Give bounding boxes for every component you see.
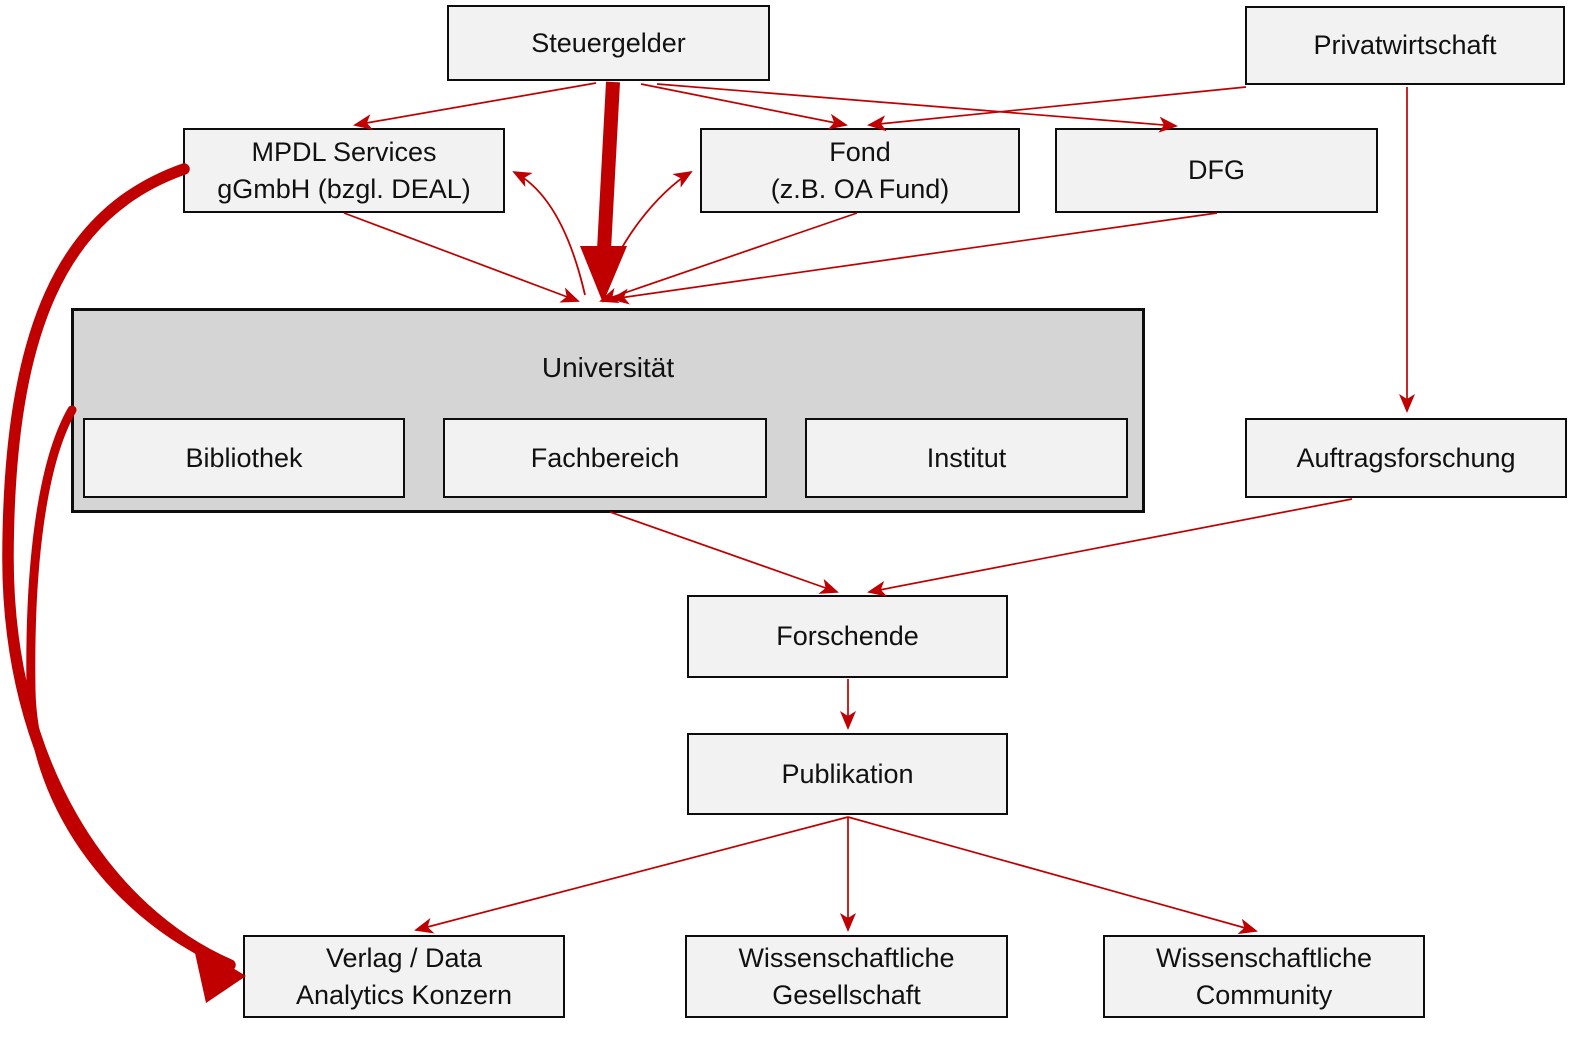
node-steuergelder-label: Steuergelder [531, 27, 686, 58]
edge-universitaet-fond-curved [601, 170, 693, 296]
node-auftragsforschung-label: Auftragsforschung [1296, 442, 1516, 473]
node-dfg: DFG [1055, 128, 1378, 213]
node-mpdl-services-label: MPDL Services gGmbH (bzgl. DEAL) [217, 137, 471, 204]
node-verlag-data-analytics-label: Verlag / Data Analytics Konzern [295, 943, 513, 1010]
edge-publikation-verlag [414, 816, 849, 934]
node-dfg-label: DFG [1188, 155, 1245, 186]
node-bibliothek-label: Bibliothek [185, 442, 303, 473]
node-wissenschaftliche-community: Wissenschaftliche Community [1103, 935, 1425, 1018]
node-fond: Fond (z.B. OA Fund) [700, 128, 1020, 213]
node-fachbereich: Fachbereich [443, 418, 767, 498]
node-publikation: Publikation [687, 733, 1008, 815]
node-forschende: Forschende [687, 595, 1008, 678]
edge-privatwirtschaft-fond [867, 86, 1247, 132]
edge-fond-universitaet [599, 212, 858, 304]
edge-mpdl-universitaet [343, 212, 580, 303]
node-institut-label: Institut [926, 442, 1007, 473]
node-publikation-label: Publikation [781, 758, 914, 789]
node-wissenschaftliche-gesellschaft-label: Wissenschaftliche Gesellschaft [738, 943, 955, 1010]
edge-steuergelder-dfg [656, 83, 1178, 133]
node-forschende-label: Forschende [776, 621, 919, 652]
edge-verlag-arrowhead [193, 944, 246, 1003]
node-verlag-data-analytics: Verlag / Data Analytics Konzern [243, 935, 565, 1018]
edge-dfg-universitaet [610, 212, 1218, 305]
edge-steuergelder-fond [640, 83, 848, 130]
edge-steuergelder-universitaet-thick [580, 81, 627, 303]
node-fachbereich-label: Fachbereich [530, 442, 680, 473]
edge-mpdl-verlag-thick-curved [2, 163, 236, 971]
node-bibliothek: Bibliothek [83, 418, 405, 498]
node-fond-label: Fond (z.B. OA Fund) [770, 137, 950, 204]
group-universitaet-label: Universität [541, 352, 675, 383]
node-privatwirtschaft: Privatwirtschaft [1245, 6, 1565, 85]
edge-steuergelder-mpdl [353, 82, 597, 130]
edge-fachbereich-forschende [609, 511, 839, 594]
edge-publikation-community [847, 816, 1258, 935]
node-auftragsforschung: Auftragsforschung [1245, 418, 1567, 498]
edge-universitaet-mpdl-curved [512, 171, 586, 296]
node-institut: Institut [805, 418, 1128, 498]
node-privatwirtschaft-label: Privatwirtschaft [1313, 30, 1497, 61]
node-mpdl-services: MPDL Services gGmbH (bzgl. DEAL) [183, 128, 505, 213]
node-wissenschaftliche-community-label: Wissenschaftliche Community [1155, 943, 1373, 1010]
node-wissenschaftliche-gesellschaft: Wissenschaftliche Gesellschaft [685, 935, 1008, 1018]
node-steuergelder: Steuergelder [447, 5, 770, 81]
